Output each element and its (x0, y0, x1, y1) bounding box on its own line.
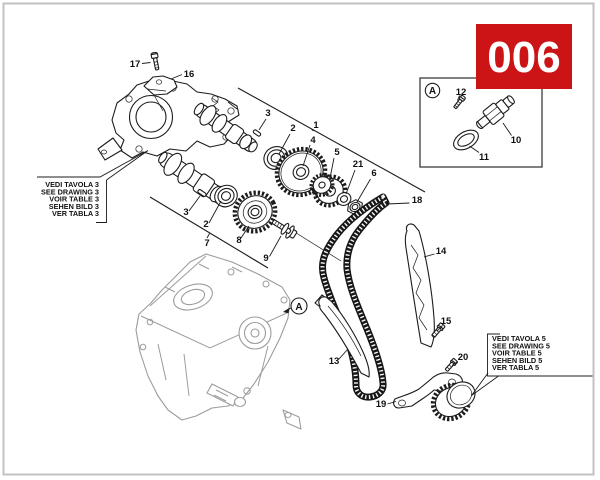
part-label-1: 1 (313, 120, 319, 131)
bolt-17-drawing (150, 52, 160, 71)
part-label-11: 11 (479, 152, 490, 163)
part-label-2-bottom: 2 (203, 219, 208, 230)
sprocket-8-drawing (232, 190, 278, 234)
key-lower-drawing (197, 189, 207, 197)
bolt-9-drawing (271, 219, 298, 239)
timing-chain-drawing (318, 193, 390, 401)
callout5-line-4: SEHEN BILD 5 (492, 356, 542, 365)
retainer-16-drawing (143, 75, 178, 96)
gear-5-step-drawing (309, 173, 335, 197)
callout5-line-2: SEE DRAWING 5 (492, 341, 550, 350)
part-label-21: 21 (353, 159, 364, 170)
washer-21-drawing (336, 191, 352, 207)
part-label-6: 6 (371, 168, 376, 179)
part-label-12: 12 (456, 87, 467, 98)
callout5-line-1: VEDI TAVOLA 5 (492, 334, 546, 343)
page-border (2, 2, 595, 476)
part-label-16: 16 (184, 69, 195, 80)
part-label-15: 15 (441, 316, 452, 327)
camshaft-upper-drawing (193, 102, 258, 153)
engine-block-drawing (135, 253, 302, 430)
part-label-17: 17 (130, 59, 141, 70)
inset-marker-label: A (429, 86, 436, 97)
callout3-line-3: VOIR TABLE 3 (49, 195, 99, 204)
chain-guide-14-drawing (404, 223, 435, 348)
view-marker-a: A (283, 297, 308, 315)
bolt-9-axis-line (292, 230, 342, 262)
leader-lines (141, 62, 458, 405)
part-label-3-top: 3 (265, 108, 270, 119)
part-label-9: 9 (263, 253, 268, 264)
part-label-3-bottom: 3 (183, 207, 188, 218)
part-label-19: 19 (376, 399, 387, 410)
callout3-line-4: SEHEN BILD 3 (49, 202, 99, 211)
callout5-line-3: VOIR TABLE 5 (492, 349, 542, 358)
part-label-7: 7 (204, 238, 209, 249)
part-label-5: 5 (334, 147, 340, 158)
tensioner-10-drawing (476, 95, 515, 130)
page-number-badge: 006 (476, 24, 572, 89)
camshaft-1-axis-line (237, 87, 426, 193)
part-label-8: 8 (236, 235, 241, 246)
callout3-line-1: VEDI TAVOLA 3 (45, 180, 99, 189)
part-label-14: 14 (436, 246, 447, 257)
gasket-11-drawing (453, 129, 479, 151)
callout3-line-5: VER TABLA 3 (52, 209, 99, 218)
part-number-labels: 17 16 3 2 1 4 5 21 6 18 14 3 2 7 8 9 15 … (130, 59, 469, 410)
bolt-20-drawing (444, 358, 458, 372)
part-label-18: 18 (412, 195, 423, 206)
page-number: 006 (487, 33, 560, 82)
part-label-4: 4 (310, 135, 316, 146)
inset-marker-circle (424, 82, 441, 99)
chain-guide-13-drawing (314, 294, 370, 378)
inset-detail-box: A 12 10 11 (419, 77, 543, 168)
callout-table-3: VEDI TAVOLA 3 SEE DRAWING 3 VOIR TABLE 3… (37, 150, 149, 223)
part-label-2-top: 2 (290, 123, 295, 134)
callout5-line-5: VER TABLA 5 (492, 363, 539, 372)
part-label-10: 10 (511, 135, 522, 146)
bolt-12-drawing (453, 94, 466, 109)
view-marker-label: A (295, 302, 302, 313)
part-label-13: 13 (329, 356, 340, 367)
callout-table-5: VEDI TAVOLA 5 SEE DRAWING 5 VOIR TABLE 5… (471, 333, 593, 396)
callout3-line-2: SEE DRAWING 3 (41, 187, 99, 196)
crank-sprocket-drawing (430, 381, 476, 422)
key-upper-drawing (252, 129, 262, 137)
camshaft-7-axis-line (149, 196, 269, 269)
part-label-20: 20 (458, 352, 469, 363)
